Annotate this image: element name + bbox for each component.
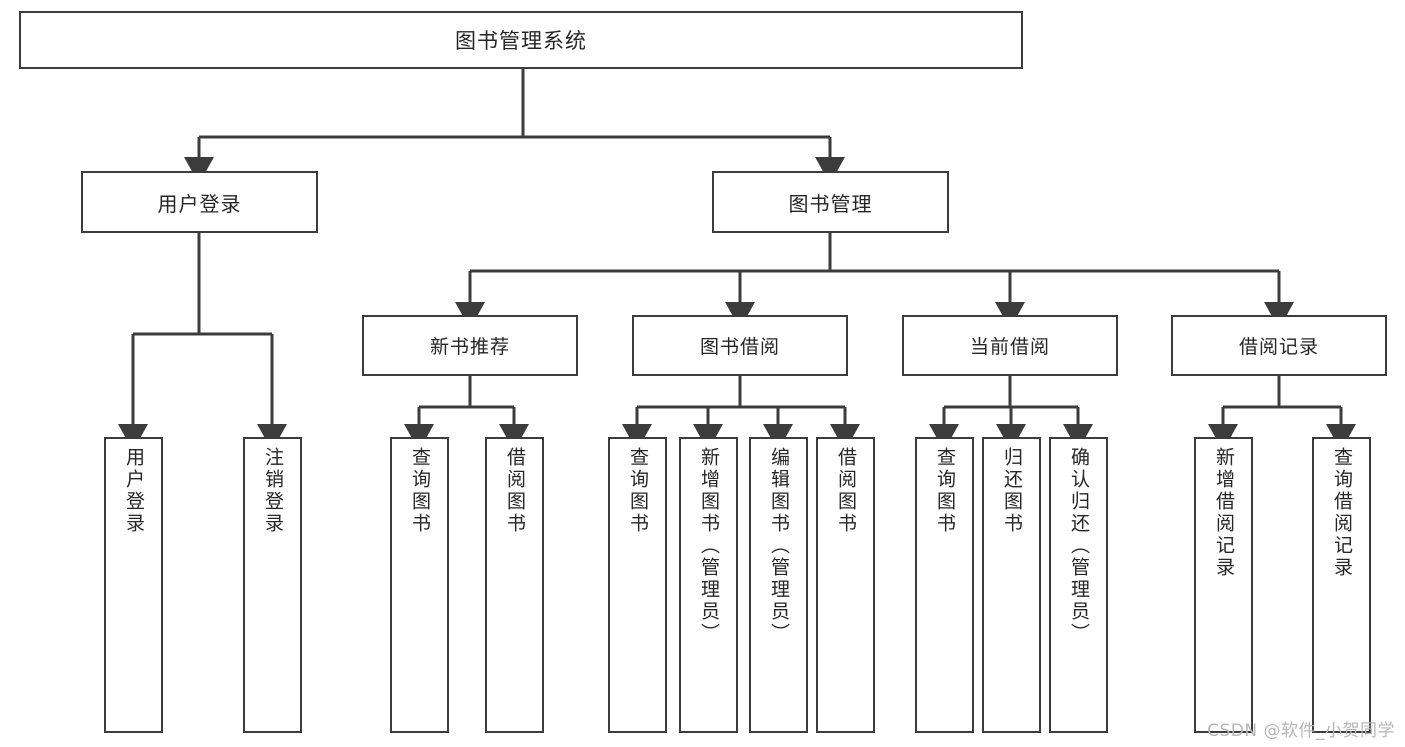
leaf-label: 查询图书 [627, 447, 649, 535]
node-label: 图书管理 [788, 191, 873, 216]
leaf-label: 确认归还（管理员） [1068, 447, 1090, 645]
node-root-system[interactable]: 图书管理系统 [19, 11, 1023, 69]
node-borrow-record[interactable]: 借阅记录 [1171, 315, 1387, 376]
node-label: 当前借阅 [969, 336, 1050, 358]
leaf-user-logout[interactable]: 注销登录 [243, 437, 302, 733]
node-label: 新书推荐 [429, 336, 510, 358]
node-book-management[interactable]: 图书管理 [712, 171, 949, 233]
leaf-borrow-query-book[interactable]: 查询图书 [608, 437, 667, 733]
watermark-text: CSDN @软件_小贺同学 [1207, 721, 1395, 741]
leaf-record-query-record[interactable]: 查询借阅记录 [1312, 437, 1371, 733]
node-label: 用户登录 [157, 191, 242, 216]
leaf-label: 查询借阅记录 [1331, 447, 1353, 579]
node-current-borrow[interactable]: 当前借阅 [902, 315, 1118, 376]
leaf-recommend-query-book[interactable]: 查询图书 [390, 437, 449, 733]
leaf-borrow-add-book-admin[interactable]: 新增图书（管理员） [679, 437, 738, 733]
leaf-recommend-borrow-book[interactable]: 借阅图书 [485, 437, 544, 733]
leaf-current-query-book[interactable]: 查询图书 [915, 437, 974, 733]
leaf-label: 借阅图书 [835, 447, 857, 535]
node-label: 图书管理系统 [455, 29, 587, 53]
leaf-borrow-borrow-book[interactable]: 借阅图书 [816, 437, 875, 733]
leaf-record-add-record[interactable]: 新增借阅记录 [1194, 437, 1253, 733]
leaf-label: 查询图书 [934, 447, 956, 535]
leaf-current-return-book[interactable]: 归还图书 [982, 437, 1041, 733]
node-new-book-recommend[interactable]: 新书推荐 [362, 315, 578, 376]
leaf-label: 编辑图书（管理员） [768, 447, 790, 645]
leaf-label: 新增借阅记录 [1213, 447, 1235, 579]
leaf-label: 归还图书 [1001, 447, 1023, 535]
leaf-user-login[interactable]: 用户登录 [104, 437, 163, 733]
leaf-label: 借阅图书 [504, 447, 526, 535]
node-label: 借阅记录 [1238, 336, 1319, 358]
node-user-login[interactable]: 用户登录 [81, 171, 318, 233]
leaf-current-confirm-return-admin[interactable]: 确认归还（管理员） [1049, 437, 1108, 733]
leaf-label: 用户登录 [123, 447, 145, 535]
leaf-label: 注销登录 [262, 447, 284, 535]
leaf-label: 新增图书（管理员） [698, 447, 720, 645]
leaf-borrow-edit-book-admin[interactable]: 编辑图书（管理员） [749, 437, 808, 733]
node-book-borrow[interactable]: 图书借阅 [632, 315, 848, 376]
leaf-label: 查询图书 [409, 447, 431, 535]
node-label: 图书借阅 [699, 336, 780, 358]
